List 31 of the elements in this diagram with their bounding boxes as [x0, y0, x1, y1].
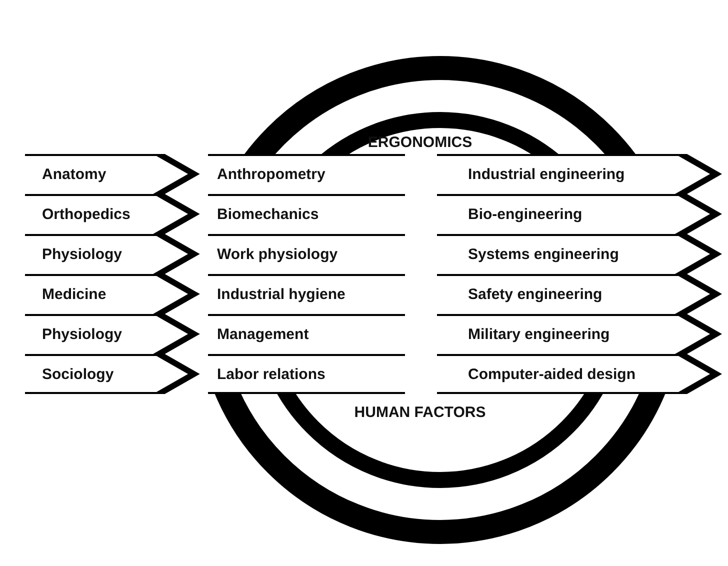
- arrow-band: [437, 314, 722, 354]
- ring-heading: HUMAN FACTORS: [354, 404, 486, 421]
- arrow-band: [437, 234, 722, 274]
- band-text: Medicine: [42, 286, 106, 302]
- arrow-band: [165, 314, 405, 354]
- band-text: Orthopedics: [42, 206, 130, 222]
- band-text: Industrial hygiene: [217, 286, 346, 302]
- band-text: Safety engineering: [468, 286, 602, 302]
- band-text: Biomechanics: [217, 206, 319, 222]
- band-text: Labor relations: [217, 366, 326, 382]
- arrow-band: [165, 234, 405, 274]
- band-text: Anatomy: [42, 166, 106, 182]
- band-text: Bio-engineering: [468, 206, 582, 222]
- band-text: Physiology: [42, 246, 122, 262]
- arrow-band: [165, 354, 405, 394]
- band-text: Systems engineering: [468, 246, 619, 262]
- band-text: Management: [217, 326, 309, 342]
- arrow-band: [437, 354, 722, 394]
- arrow-band: [165, 154, 405, 194]
- arrow-band: [437, 154, 722, 194]
- band-text: Physiology: [42, 326, 122, 342]
- band-text: Industrial engineering: [468, 166, 625, 182]
- band-text: Work physiology: [217, 246, 338, 262]
- arrow-band: [165, 194, 405, 234]
- band-text: Sociology: [42, 366, 114, 382]
- band-text: Computer-aided design: [468, 366, 636, 382]
- band-text: Military engineering: [468, 326, 610, 342]
- band-text: Anthropometry: [217, 166, 326, 182]
- arrow-band: [437, 274, 722, 314]
- arrow-band: [165, 274, 405, 314]
- arrow-band: [437, 194, 722, 234]
